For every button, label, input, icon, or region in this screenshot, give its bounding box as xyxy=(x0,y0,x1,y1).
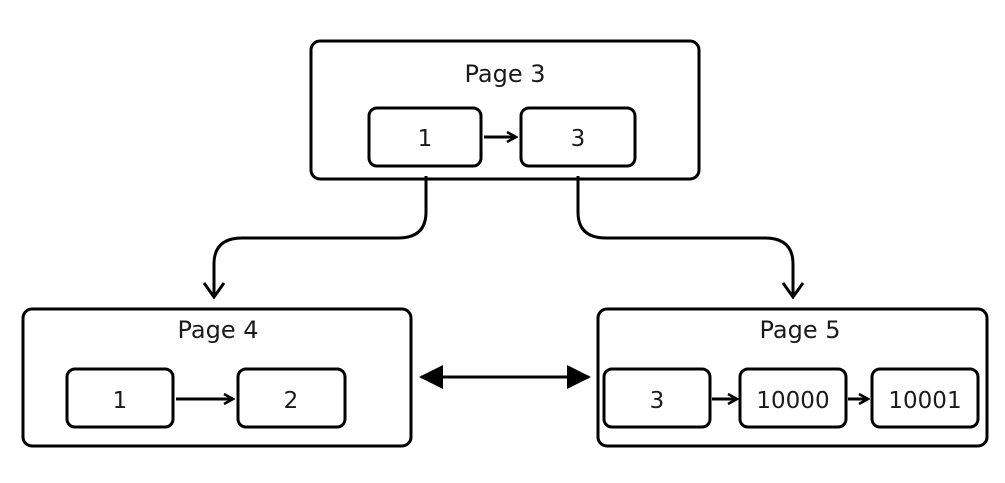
page-5-key-3-box xyxy=(870,367,980,429)
page-5-title: Page 5 xyxy=(760,316,841,344)
page-4-node: Page 4 1 2 xyxy=(21,307,413,448)
page-3-key-1-box xyxy=(367,106,483,168)
page-5-key-2: 10000 xyxy=(756,388,829,414)
page-5-key-1: 3 xyxy=(650,388,665,414)
pointer-page-3-to-page-5 xyxy=(576,176,793,297)
page-3-key-2-box xyxy=(519,106,637,168)
page-4-key-2-box xyxy=(236,367,347,429)
page-5-key-3: 10001 xyxy=(888,388,961,414)
page-3-node: Page 3 1 3 xyxy=(309,39,701,181)
page-3-title: Page 3 xyxy=(465,60,546,88)
page-5-key-2-box xyxy=(738,367,848,429)
page-5-key-1-box xyxy=(602,367,712,429)
page-3-key-2: 3 xyxy=(571,126,586,152)
page-5-node: Page 5 3 10000 10001 xyxy=(596,307,989,448)
page-4-key-1: 1 xyxy=(113,388,128,414)
pointer-page-3-to-page-4 xyxy=(214,176,428,297)
page-4-key-2: 2 xyxy=(284,388,299,414)
page-4-title: Page 4 xyxy=(178,316,259,344)
page-3-key-1: 1 xyxy=(418,126,433,152)
page-4-key-1-box xyxy=(65,367,175,429)
